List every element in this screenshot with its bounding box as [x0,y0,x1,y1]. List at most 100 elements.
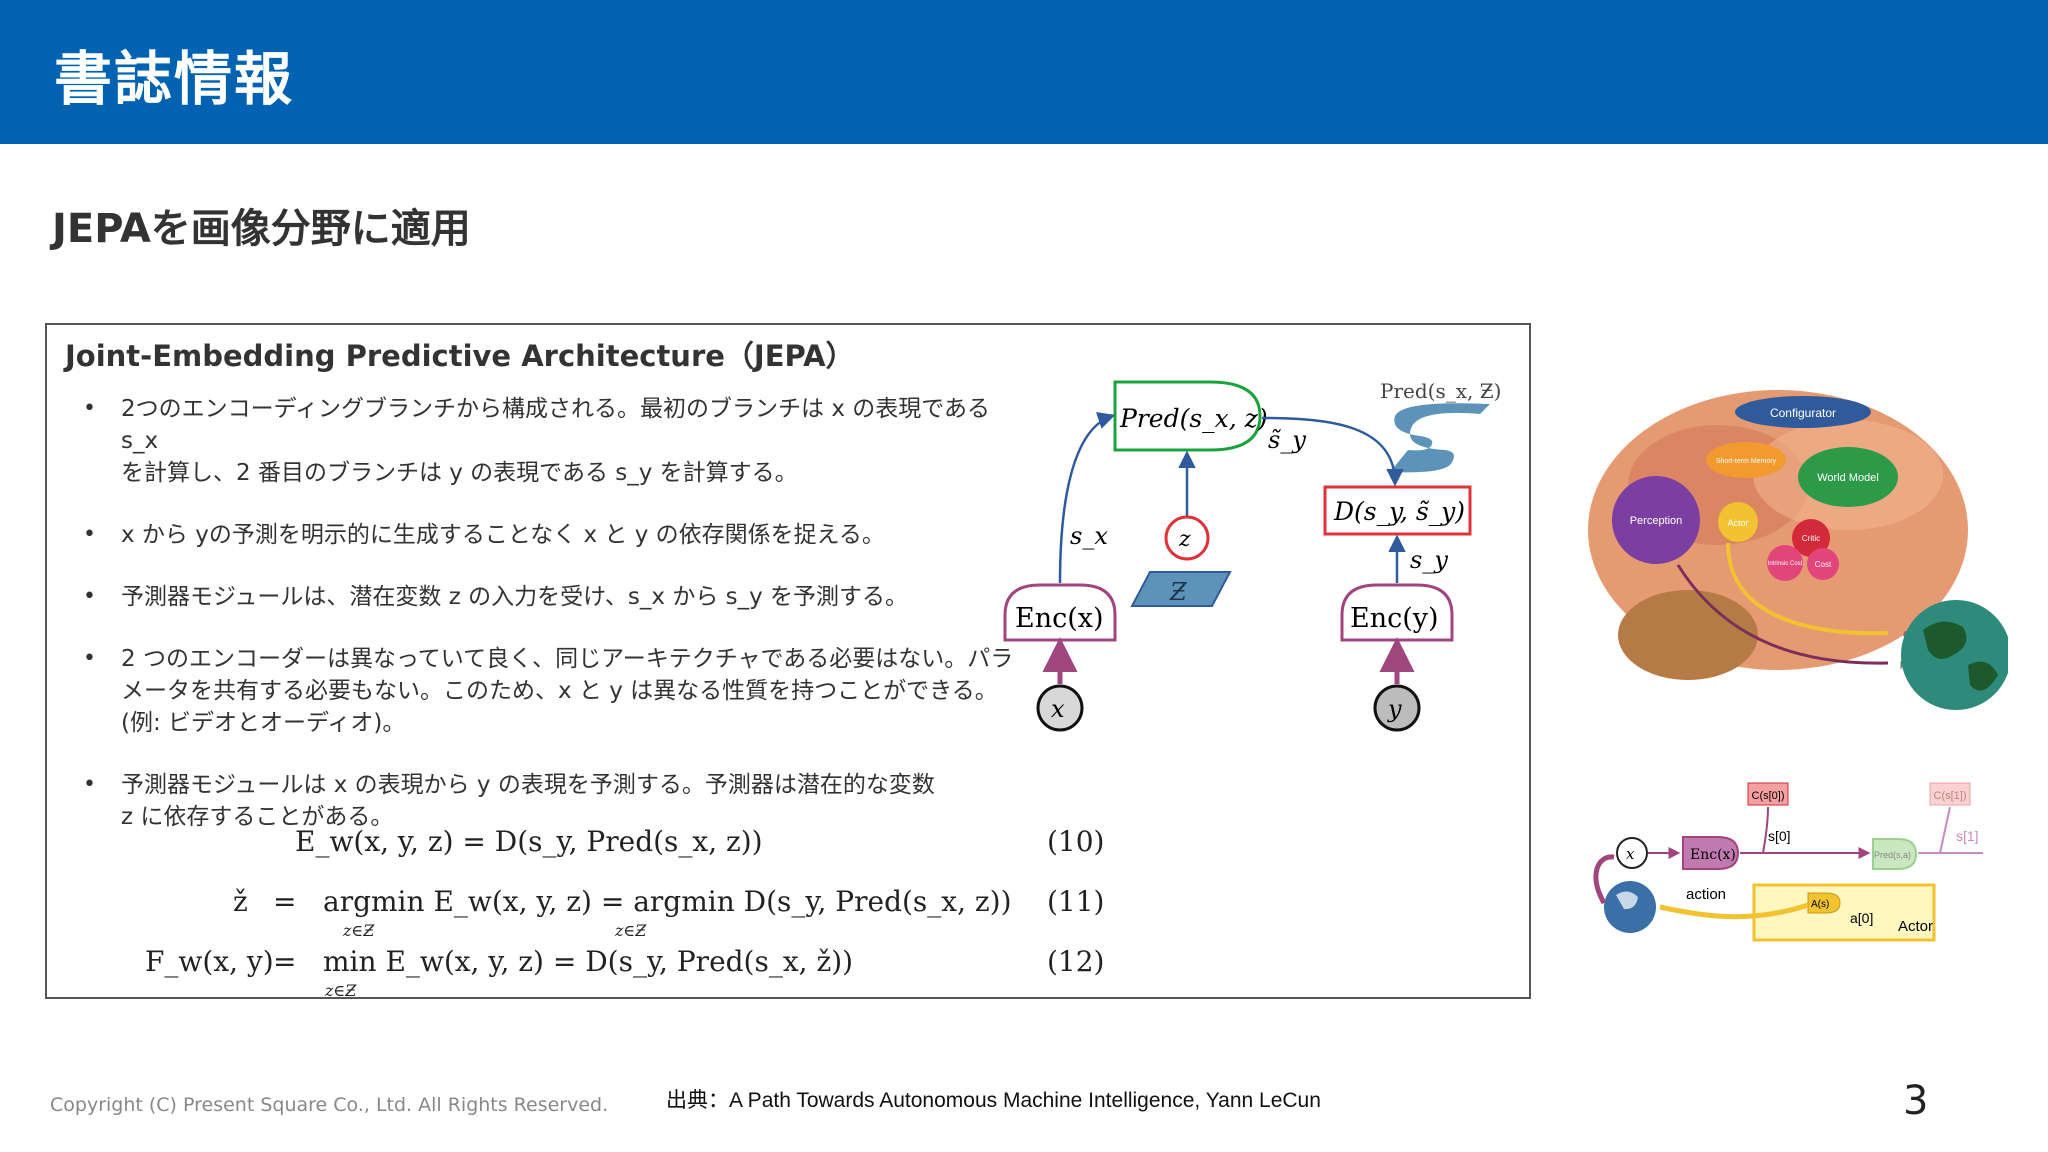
equation-12-lhs: F_w(x, y) [145,945,274,978]
enc-x-label: Enc(x) [1015,603,1104,634]
short-term-memory-label: Short-term Memory [1716,458,1777,465]
bullet-line: x から yの予測を明示的に生成することなく x と y の依存関係を捉える。 [121,522,885,548]
slide-title: 書誌情報 [54,45,295,113]
box-title: Joint-Embedding Predictive Architecture（… [65,339,855,373]
cost-node [1807,548,1839,580]
bullet-line: z に依存することがある。 [121,804,394,830]
equation-12-rhs: min E_w(x, y, z) = D(s_y, Pred(s_x, ž)) [323,945,854,978]
equation-12-rel: = [273,945,297,978]
bullet-item: 予測器モジュールは x の表現から y の表現を予測する。予測器は潜在的な変数 … [77,769,1027,833]
sy-label: s_y [1410,546,1448,574]
c0-arrow [1762,806,1769,854]
pred-block [1872,838,1918,870]
enc-y-block [1340,583,1454,642]
earth-icon [1901,600,2008,710]
source-citation: 出典：A Path Towards Autonomous Machine Int… [666,1089,1321,1112]
sy-tilde-label: s̃_y [1268,426,1306,454]
bullet-item: 予測器モジュールは、潜在変数 z の入力を受け、s_x から s_y を予測する… [77,581,1027,613]
s1-label: s[1] [1956,828,1979,844]
a-block-label: A(s) [1811,899,1829,910]
bullet-line: 予測器モジュールは、潜在変数 z の入力を受け、s_x から s_y を予測する… [121,584,909,610]
y-node-label: y [1387,695,1402,723]
bullet-line: メータを共有する必要もない。このため、x と y は異なる性質を持つことができる… [121,678,998,704]
bullet-line: を計算し、2 番目のブランチは y の表現である s_y を計算する。 [121,460,798,486]
equation-10: E_w(x, y, z) = D(s_y, Pred(s_x, z)) [295,825,763,858]
bullet-line: 2 つのエンコーダーは異なっていて良く、同じアーキテクチャである必要はない。パラ [121,646,1014,672]
pred-label: Pred(s,a) [1874,850,1911,860]
equation-subscript: z∈Ƶ [325,981,357,1000]
cost-1-block [1929,782,1971,806]
jepa-diagram: Pred(s_x, z) D(s_y, s̃_y) Enc(x) Enc(y) … [1003,379,1501,732]
a0-label: a[0] [1850,910,1873,926]
critic-label: Critic [1802,534,1820,543]
earth-land [1968,661,1998,691]
world-model-label: World Model [1817,472,1879,484]
slide-subtitle: JEPAを画像分野に適用 [52,206,471,252]
z-set-label: Ƶ [1169,578,1188,606]
enc-y-label: Enc(y) [1350,603,1439,634]
z-latent-label: z [1178,527,1191,552]
bullet-line: (例: ビデオとオーディオ)。 [121,710,406,736]
cost-0-label: C(s[0]) [1752,790,1785,802]
world-model-node [1798,447,1898,507]
action-arrow [1659,902,1809,920]
earth-cloud [1616,891,1638,910]
configurator-label: Configurator [1770,406,1836,420]
actor-block-label: Actor [1898,918,1933,935]
d-label: D(s_y, s̃_y) [1333,497,1465,526]
d-block [1323,485,1472,536]
equation-subscript: z∈Ƶ [615,921,647,940]
header-bar: 書誌情報 [0,0,2048,144]
bullet-line: 予測器モジュールは x の表現から y の表現を予測する。予測器は潜在的な変数 [121,772,935,798]
pred-out-arrow [1261,416,1404,487]
perceive-arrow [1593,854,1615,905]
short-term-memory-node [1706,442,1786,478]
copyright-text: Copyright (C) Present Square Co., Ltd. A… [50,1094,609,1116]
equation-11-rhs: argmin E_w(x, y, z) = argmin D(s_y, Pred… [323,885,1012,918]
actor-label: Actor [1727,518,1748,528]
sx-label: s_x [1070,522,1108,550]
y-node [1373,684,1421,732]
intrinsic-cost-node [1767,545,1803,581]
equation-number: (10) [1047,825,1105,858]
s-surface-shape [1390,403,1490,473]
bullet-item: x から yの予測を明示的に生成することなく x と y の依存関係を捉える。 [77,519,1027,551]
z-set-shape [1130,571,1232,607]
bullet-item: 2 つのエンコーダーは異なっていて良く、同じアーキテクチャである必要はない。パラ… [77,643,1027,739]
perception-node [1612,476,1700,564]
action-arrow [1726,542,1889,636]
bullet-item: 2つのエンコーディングブランチから構成される。最初のブランチは x の表現である… [77,393,1027,489]
x-node [1036,684,1084,732]
critic-node [1792,519,1830,557]
equation-number: (11) [1047,885,1105,918]
bullet-line: 2つのエンコーディングブランチから構成される。最初のブランチは x の表現である… [121,396,991,454]
sx-arrow [1058,412,1116,584]
a-block [1807,892,1841,914]
c1-arrow [1939,806,1951,854]
actor-diagram: C(s[0]) C(s[1]) Actor x Enc(x) Pred(s,a)… [1593,782,1983,942]
cost-0-block [1747,782,1789,806]
enc-label: Enc(x) [1690,847,1736,863]
pred-set-label: Pred(s_x, Ƶ) [1380,379,1501,403]
pred-block [1113,380,1262,452]
cost-label: Cost [1815,560,1832,569]
bullet-list: 2つのエンコーディングブランチから構成される。最初のブランチは x の表現である… [77,393,1027,833]
intrinsic-cost-label: Intrinsic Cost [1768,561,1803,567]
equation-number: (12) [1047,945,1105,978]
page-number: 3 [1903,1078,1929,1124]
perception-label: Perception [1630,515,1683,527]
equation-11-rel: = [273,885,297,918]
x-node-label: x [1626,845,1635,863]
actor-node [1718,502,1758,542]
equation-subscript: z∈Ƶ [343,921,375,940]
z-latent-node [1164,515,1210,561]
pred-label: Pred(s_x, z) [1119,404,1268,433]
cerebellum-shape [1618,590,1758,680]
jepa-content-box: Joint-Embedding Predictive Architecture（… [45,323,1531,1000]
percept-arrow [1676,564,1889,665]
enc-block [1682,836,1740,870]
cost-1-label: C(s[1]) [1934,790,1967,802]
s0-label: s[0] [1768,828,1791,844]
configurator-node [1735,396,1871,428]
x-node-label: x [1051,695,1065,723]
